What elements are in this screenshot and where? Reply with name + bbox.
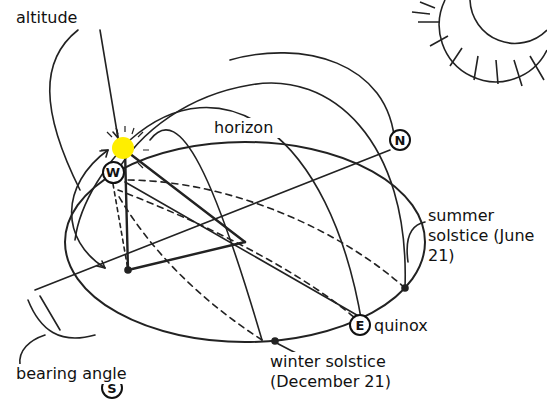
winter-solstice-label: winter solstice (December 21): [268, 352, 477, 392]
compass-circle: N: [389, 129, 411, 151]
summer-solstice-label: summer solstice (June 21): [426, 206, 542, 266]
compass-letter: W: [106, 166, 120, 179]
compass-circle: W: [102, 161, 125, 184]
compass-letter: N: [395, 134, 406, 147]
horizon-label: horizon: [212, 118, 296, 138]
compass-letter: E: [356, 319, 365, 332]
compass-circle: E: [349, 314, 371, 336]
bearing-angle-label: bearing angle: [14, 364, 168, 384]
altitude-label: altitude: [14, 8, 108, 28]
equinox-label: quinox: [372, 316, 446, 336]
